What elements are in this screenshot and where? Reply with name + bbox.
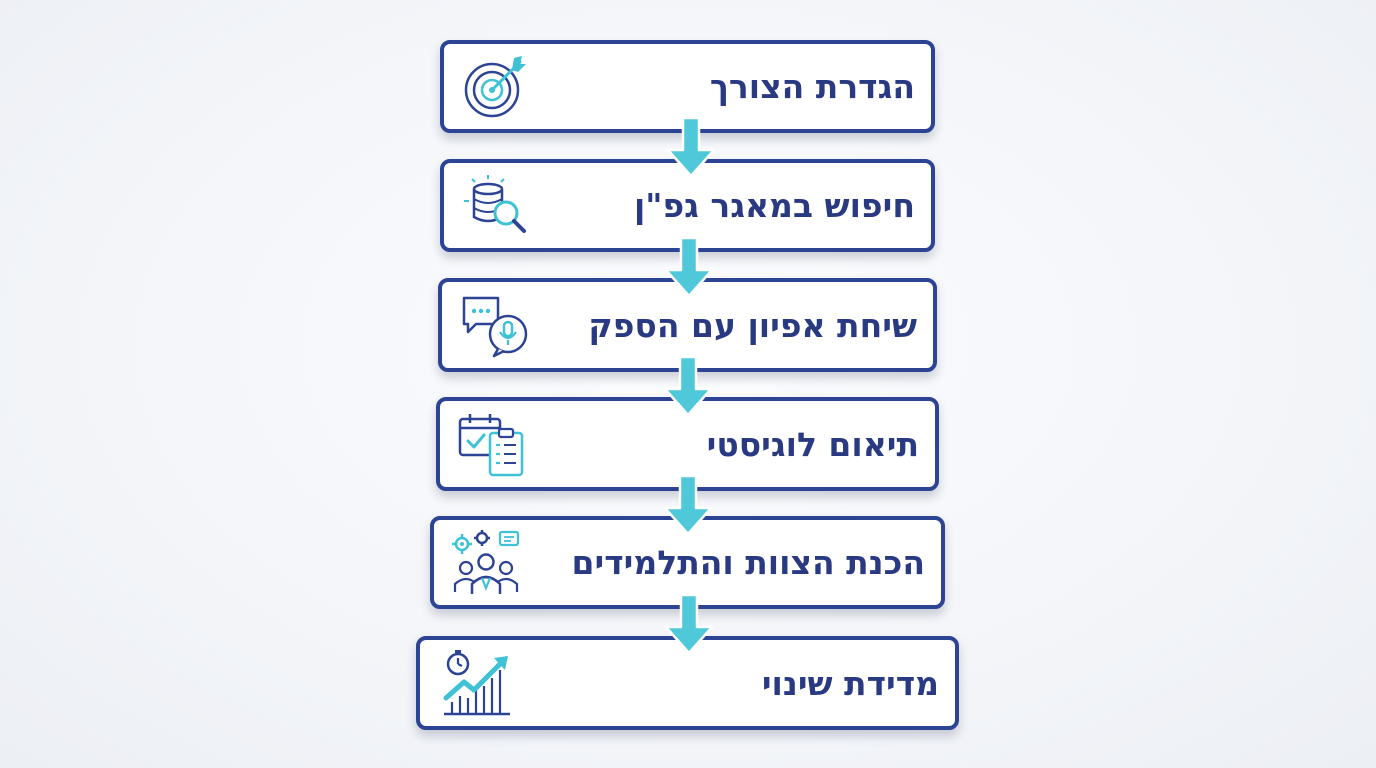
chat-microphone-icon [458, 291, 532, 359]
step-label: חיפוש במאגר גפ"ן [633, 186, 915, 225]
step-label: הכנת הצוות והתלמידים [571, 543, 925, 582]
down-arrow-icon [661, 474, 715, 538]
down-arrow-icon [662, 593, 716, 657]
down-arrow-icon [661, 355, 715, 419]
step-label: הגדרת הצורך [709, 67, 915, 106]
step-label: מדידת שינוי [761, 663, 939, 703]
step-label: שיחת אפיון עם הספק [588, 305, 917, 345]
down-arrow-icon [664, 116, 718, 180]
database-search-icon [460, 172, 534, 240]
step-label: תיאום לוגיסטי [706, 424, 919, 464]
down-arrow-icon [662, 236, 716, 300]
growth-chart-stopwatch-icon [440, 649, 514, 717]
calendar-checklist-icon [456, 410, 530, 478]
team-gears-icon [450, 529, 524, 597]
target-arrow-icon [460, 53, 534, 121]
